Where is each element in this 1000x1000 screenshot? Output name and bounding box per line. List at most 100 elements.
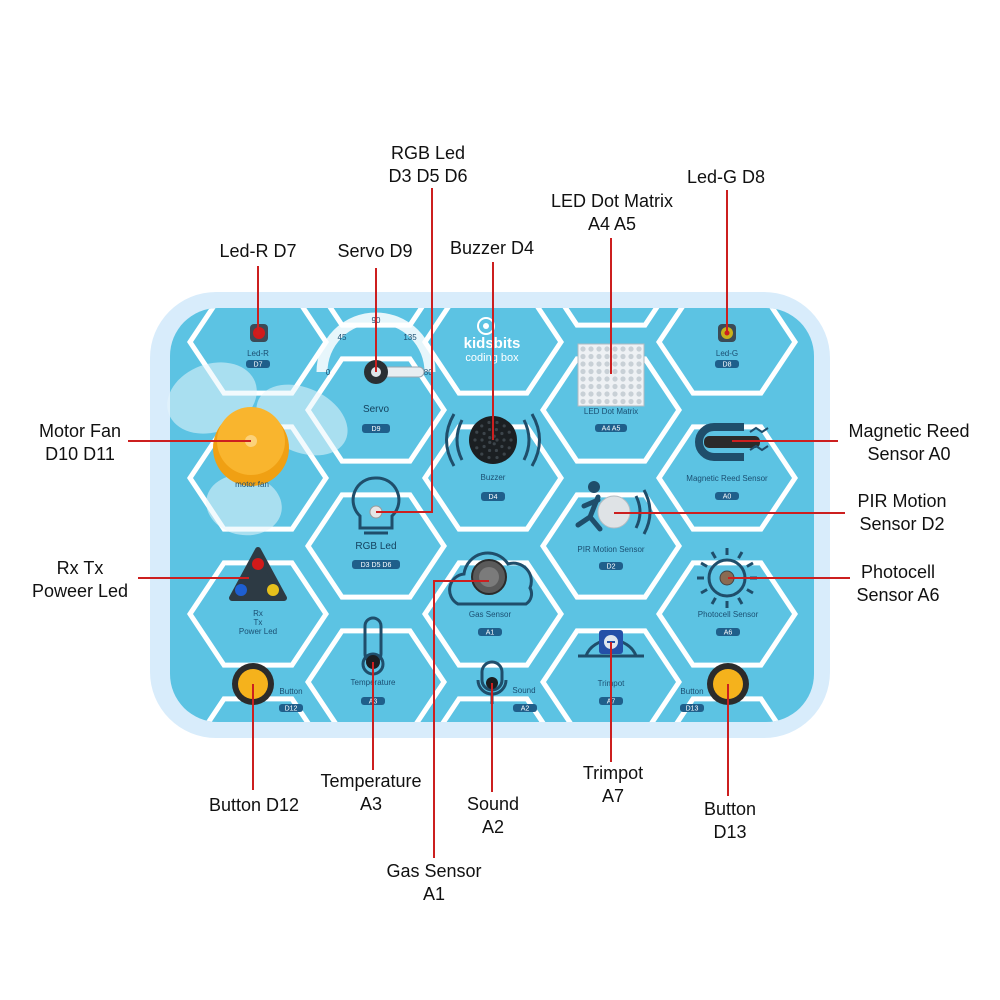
matrix-dot	[628, 353, 634, 360]
callout-pir-line1: PIR Motion	[857, 491, 947, 511]
callout-led-r: Led-R D7	[198, 240, 318, 263]
callout-button-d12-line1: Button D12	[208, 795, 300, 815]
matrix-dot	[580, 346, 586, 352]
matrix-dot	[612, 398, 618, 405]
callout-photocell: Photocell Sensor A6	[838, 561, 958, 607]
running-person-icon	[575, 481, 603, 532]
buzzer-hole	[480, 424, 484, 428]
callout-motor-fan: Motor Fan D10 D11	[20, 420, 140, 466]
svg-text:Button: Button	[680, 687, 703, 696]
svg-text:Servo: Servo	[363, 404, 390, 415]
svg-text:Sound: Sound	[512, 686, 535, 695]
matrix-dot	[620, 361, 626, 367]
matrix-dot	[636, 353, 642, 360]
matrix-dot	[604, 346, 610, 352]
callout-motor-fan-line1: Motor Fan	[38, 421, 122, 441]
callout-rxtx: Rx Tx Poweer Led	[20, 557, 140, 603]
svg-text:A1: A1	[486, 630, 495, 637]
callout-pir: PIR Motion Sensor D2	[842, 490, 962, 536]
callout-reed-line1: Magnetic Reed	[848, 421, 970, 441]
buzzer-hole	[500, 444, 504, 449]
matrix-dot	[588, 346, 594, 352]
svg-text:motor fan: motor fan	[235, 480, 269, 489]
svg-text:A4 A5: A4 A5	[602, 426, 621, 433]
buzzer-hole	[507, 446, 511, 450]
svg-text:Rx: Rx	[253, 609, 263, 618]
hexagon-cell	[186, 560, 330, 668]
matrix-dot	[636, 346, 642, 352]
callout-buzzer: Buzzer D4	[432, 237, 552, 260]
svg-text:Photocell Sensor: Photocell Sensor	[698, 610, 759, 619]
matrix-dot	[636, 398, 642, 405]
matrix-dot	[628, 383, 634, 390]
matrix-dot	[580, 353, 586, 360]
svg-text:Led-R: Led-R	[247, 349, 269, 358]
svg-text:D4: D4	[489, 494, 498, 501]
matrix-dot	[588, 361, 594, 367]
buzzer-hole	[487, 420, 491, 425]
hexagon-cell	[655, 560, 799, 668]
buzzer-hole	[492, 442, 496, 446]
matrix-dot	[612, 346, 618, 352]
callout-pir-line2: Sensor D2	[859, 514, 945, 534]
svg-text:Buzzer: Buzzer	[481, 473, 506, 482]
svg-text:D8: D8	[723, 362, 732, 369]
callout-reed: Magnetic Reed Sensor A0	[836, 420, 982, 466]
callout-rgb-line2: D3 D5 D6	[388, 166, 468, 186]
sun-ray	[710, 597, 717, 605]
sun-ray	[746, 561, 754, 568]
callout-dot-matrix-line2: A4 A5	[587, 214, 637, 234]
buzzer-hole	[475, 430, 479, 434]
matrix-dot	[580, 376, 586, 382]
buzzer-hole	[482, 431, 486, 436]
matrix-dot	[620, 391, 626, 397]
matrix-dot	[620, 383, 626, 390]
callout-gas-line2: A1	[422, 884, 446, 904]
callout-button-d13-line1: Button	[703, 799, 757, 819]
svg-text:A6: A6	[724, 630, 733, 637]
matrix-dot	[628, 368, 634, 375]
matrix-dot	[612, 391, 618, 397]
matrix-dot	[604, 376, 610, 382]
svg-text:D3 D5 D6: D3 D5 D6	[361, 562, 392, 569]
callout-dot-matrix-line1: LED Dot Matrix	[550, 191, 674, 211]
buzzer-hole	[480, 438, 484, 442]
buzzer-hole	[488, 427, 492, 432]
callout-button-d13: Button D13	[670, 798, 790, 844]
svg-text:D13: D13	[686, 706, 699, 713]
callout-button-d12: Button D12	[194, 794, 314, 817]
callout-rxtx-line1: Rx Tx	[56, 558, 104, 578]
matrix-dot	[612, 376, 618, 382]
svg-text:PIR Motion Sensor: PIR Motion Sensor	[577, 545, 644, 554]
buzzer-hole	[495, 455, 499, 460]
leader-rgb	[376, 188, 433, 513]
matrix-dot	[604, 368, 610, 375]
matrix-dot	[596, 346, 602, 352]
buzzer-hole	[475, 446, 479, 450]
matrix-dot	[612, 361, 618, 367]
matrix-dot	[636, 383, 642, 390]
svg-text:A2: A2	[521, 706, 530, 713]
buzzer-hole	[494, 448, 498, 453]
buzzer-hole	[500, 431, 504, 436]
matrix-dot	[604, 383, 610, 390]
svg-text:Tx: Tx	[254, 618, 263, 627]
matrix-dot	[588, 383, 594, 390]
callout-rxtx-line2: Poweer Led	[31, 581, 129, 601]
matrix-dot	[588, 368, 594, 375]
callout-gas-line1: Gas Sensor	[386, 861, 482, 881]
matrix-dot	[588, 376, 594, 382]
matrix-dot	[628, 376, 634, 382]
buzzer-hole	[488, 448, 492, 453]
svg-text:D7: D7	[254, 362, 263, 369]
lightbulb-icon	[351, 476, 401, 530]
matrix-dot	[636, 361, 642, 367]
matrix-dot	[588, 398, 594, 405]
buzzer-hole	[502, 438, 506, 442]
leader-gas	[433, 580, 489, 858]
buzzer-hole	[482, 444, 486, 449]
callout-photocell-line2: Sensor A6	[856, 585, 940, 605]
callout-reed-line2: Sensor A0	[867, 444, 951, 464]
matrix-dot	[596, 398, 602, 405]
callout-temperature-line1: Temperature	[320, 771, 422, 791]
